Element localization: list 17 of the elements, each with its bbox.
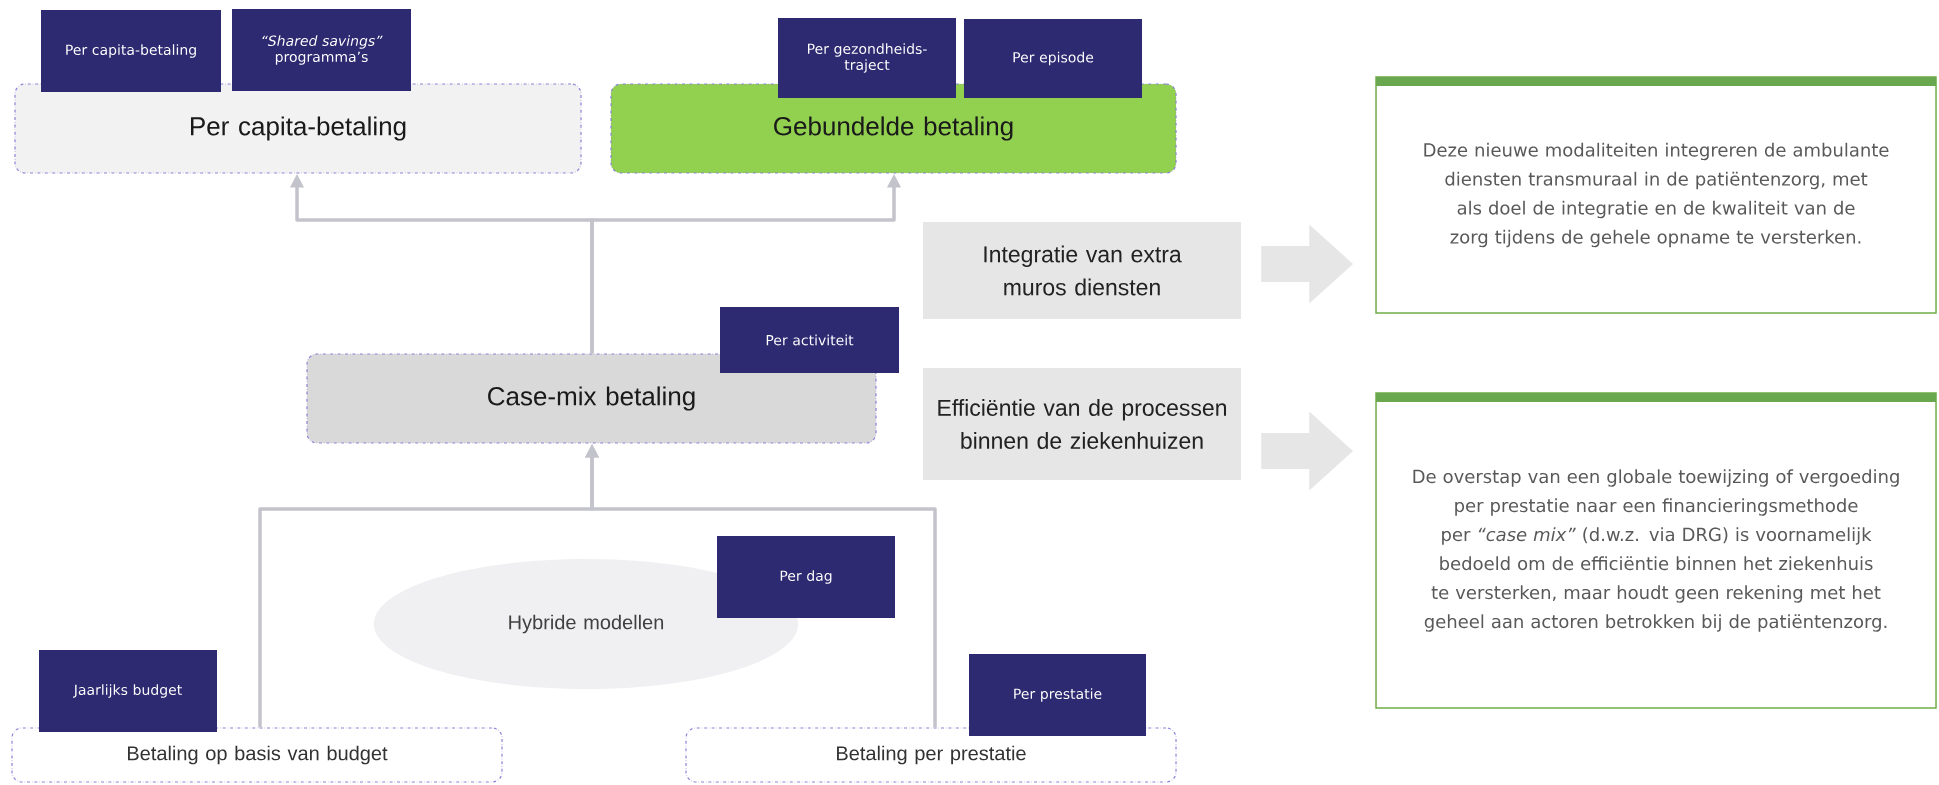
topic-box: Integratie van extra muros diensten [923,222,1241,319]
payment-box: Per capita-betaling [14,83,582,174]
tag-label: “Shared savings” programma’s [232,9,411,91]
tag-label: Per capita-betaling [41,10,221,92]
payment-box: Gebundelde betaling [610,83,1177,174]
tag-label: Jaarlijks budget [39,650,217,732]
payment-box: Betaling per prestatie [685,727,1177,783]
tag-label: Per activiteit [720,307,899,373]
tag-label: Per episode [964,19,1142,98]
tag-label: Per prestatie [969,654,1146,736]
text-box: Deze nieuwe modaliteiten integreren de ambulante diensten transmuraal in de patiëntenzorg, met als doel de integratie en de kwaliteit van de zorg tijdens de gehele opname te versterken. [1375,76,1937,314]
tag-label: Per gezondheids-traject [778,18,956,98]
tag-label: Per dag [717,536,895,618]
topic-box: Efficiëntie van de processen binnen de ziekenhuizen [923,368,1241,480]
payment-box: Case-mix betaling [306,353,877,444]
text-box: De overstap van een globale toewijzing of vergoeding per prestatie naar een financieringsmethode per “case mix” (d.w.z. via DRG) is voornamelijk bedoeld om de efficiëntie binnen het ziekenhuis te versterken, maar houdt geen rekening met het geheel aan actoren betrokken bij de patiëntenzorg. [1375,392,1937,709]
payment-box: Betaling op basis van budget [11,727,503,783]
